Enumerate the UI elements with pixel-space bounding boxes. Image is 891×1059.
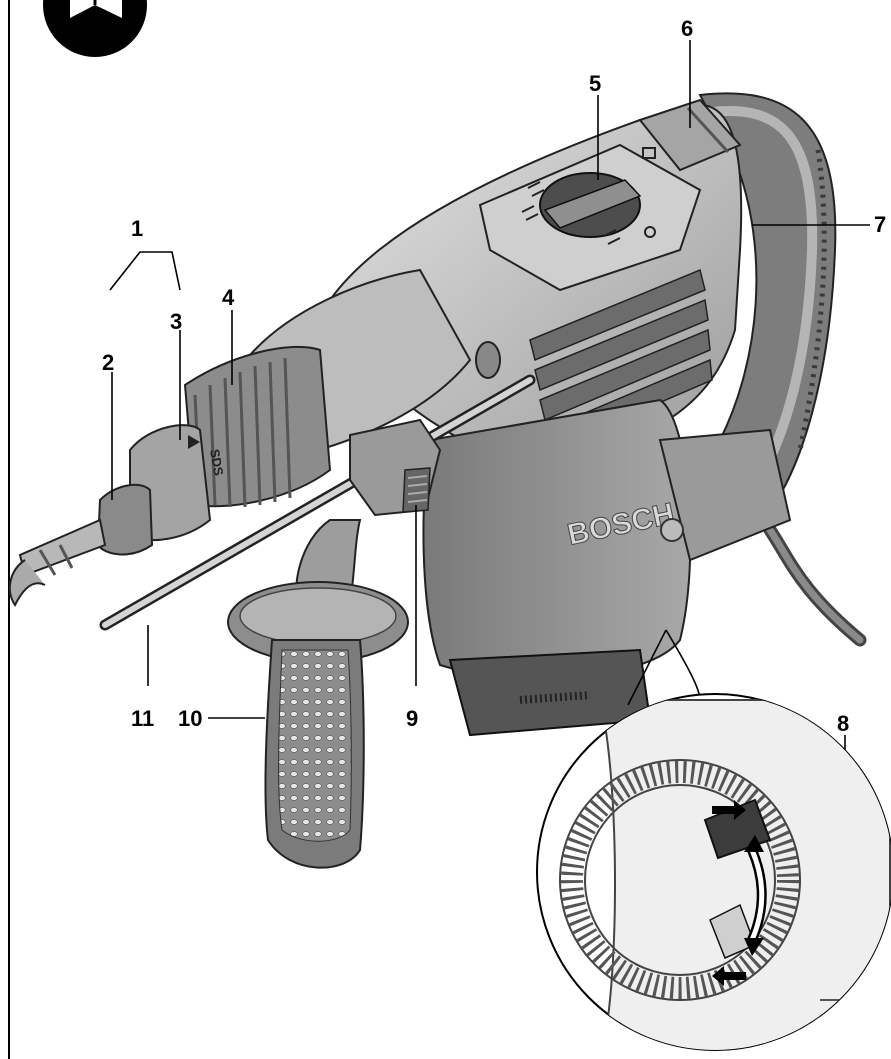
brand-emblem-icon: [660, 518, 684, 542]
callout-11: 11: [131, 706, 155, 731]
manual-book-icon: [43, 0, 147, 57]
arrow-right-icon: [712, 800, 746, 820]
callout-2: 2: [102, 350, 115, 375]
callout-9: 9: [406, 706, 419, 731]
gear-housing: [422, 398, 692, 680]
housing-collar: [638, 98, 742, 172]
callout-5: 5: [589, 71, 602, 96]
callout-8: 8: [837, 711, 850, 736]
chuck-marking: SDS: [207, 448, 226, 477]
tool-holder-chuck: SDS: [96, 424, 227, 556]
arrow-left-icon: [712, 966, 746, 986]
callout-3: 3: [170, 309, 183, 334]
locking-sleeve: [183, 345, 332, 508]
callout-10: 10: [178, 706, 203, 731]
rear-handle: [698, 92, 837, 542]
mode-symbols: [521, 147, 656, 245]
depth-stop-clamp[interactable]: [349, 418, 442, 517]
callout-4: 4: [222, 285, 235, 310]
callout-6: 6: [681, 16, 694, 41]
auxiliary-handle[interactable]: [227, 519, 409, 869]
mode-selector-switch[interactable]: [539, 172, 642, 238]
callout-7: 7: [874, 212, 887, 237]
drill-bit: [8, 518, 107, 607]
callout-1: 1: [131, 216, 144, 241]
detail-zoom-circle: [536, 693, 891, 1051]
barrel-screw: [475, 341, 501, 379]
